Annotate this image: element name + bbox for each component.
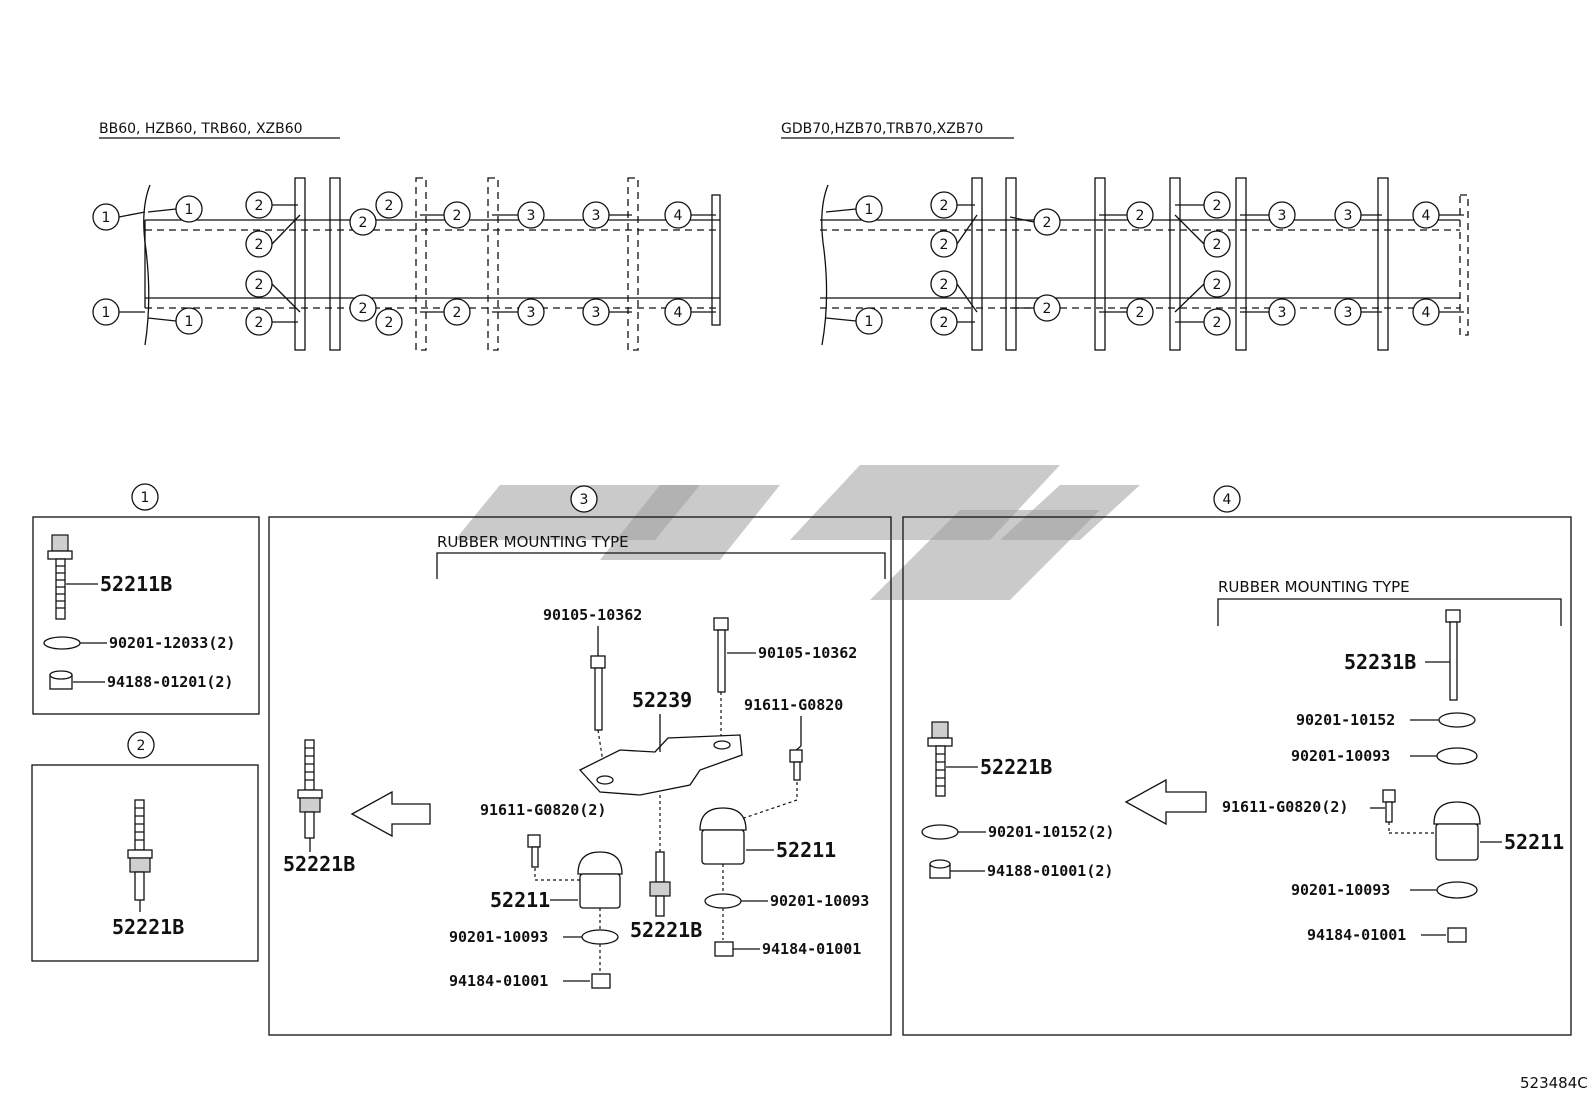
part-label: 52211 bbox=[490, 888, 550, 912]
part-label: 90201-10093 bbox=[770, 892, 869, 910]
part-label: 90201-10093 bbox=[449, 928, 548, 946]
watermark-logo bbox=[455, 465, 1140, 600]
part-label: 90201-10152 bbox=[1296, 711, 1395, 729]
section-label-2: 2 bbox=[137, 738, 146, 754]
models-heading-left: BB60, HZB60, TRB60, XZB60 bbox=[99, 121, 303, 137]
part-label: 91611-G0820 bbox=[744, 696, 843, 714]
detail-box-2: 2 52221B bbox=[31, 731, 259, 962]
section-label-4: 4 bbox=[1223, 492, 1232, 508]
rubber-mounting-label-4: RUBBER MOUNTING TYPE bbox=[1218, 578, 1410, 596]
part-label: 52221B bbox=[980, 755, 1052, 779]
part-label: 90201-10093 bbox=[1291, 881, 1390, 899]
part-label: 52231B bbox=[1344, 650, 1416, 674]
part-label: 90201-10093 bbox=[1291, 747, 1390, 765]
frame-diagram-right: GDB70,HZB70,TRB70,XZB70 bbox=[781, 121, 1469, 351]
part-label: 90201-12033(2) bbox=[109, 634, 235, 652]
part-label: 94184-01001 bbox=[762, 940, 861, 958]
section-label-1: 1 bbox=[141, 490, 150, 506]
detail-box-4: 4 RUBBER MOUNTING TYPE 52221B 90201-1015… bbox=[902, 485, 1572, 1036]
models-heading-right: GDB70,HZB70,TRB70,XZB70 bbox=[781, 121, 983, 137]
part-label: 52239 bbox=[632, 688, 692, 712]
part-label: 91611-G0820(2) bbox=[480, 801, 606, 819]
part-label: 52221B bbox=[630, 918, 702, 942]
part-label: 52211B bbox=[100, 572, 172, 596]
frame-diagram-left: BB60, HZB60, TRB60, XZB60 bbox=[92, 121, 721, 351]
detail-box-1: 1 52211B 90201-12033(2) 94188-01201(2) bbox=[32, 483, 260, 715]
part-label: 94184-01001 bbox=[1307, 926, 1406, 944]
part-label: 94184-01001 bbox=[449, 972, 548, 990]
part-label: 90105-10362 bbox=[543, 606, 642, 624]
part-label: 90105-10362 bbox=[758, 644, 857, 662]
part-label: 91611-G0820(2) bbox=[1222, 798, 1348, 816]
section-label-3: 3 bbox=[580, 492, 589, 508]
part-label: 94188-01201(2) bbox=[107, 673, 233, 691]
part-label: 52211 bbox=[1504, 830, 1564, 854]
part-label: 52211 bbox=[776, 838, 836, 862]
part-label: 52221B bbox=[112, 915, 184, 939]
figure-code: 523484C bbox=[1520, 1074, 1588, 1092]
rubber-mounting-label-3: RUBBER MOUNTING TYPE bbox=[437, 533, 629, 551]
part-label: 90201-10152(2) bbox=[988, 823, 1114, 841]
part-label: 94188-01001(2) bbox=[987, 862, 1113, 880]
detail-box-3: 3 RUBBER MOUNTING TYPE 52221B 90105-1036… bbox=[268, 485, 892, 1036]
part-label: 52221B bbox=[283, 852, 355, 876]
